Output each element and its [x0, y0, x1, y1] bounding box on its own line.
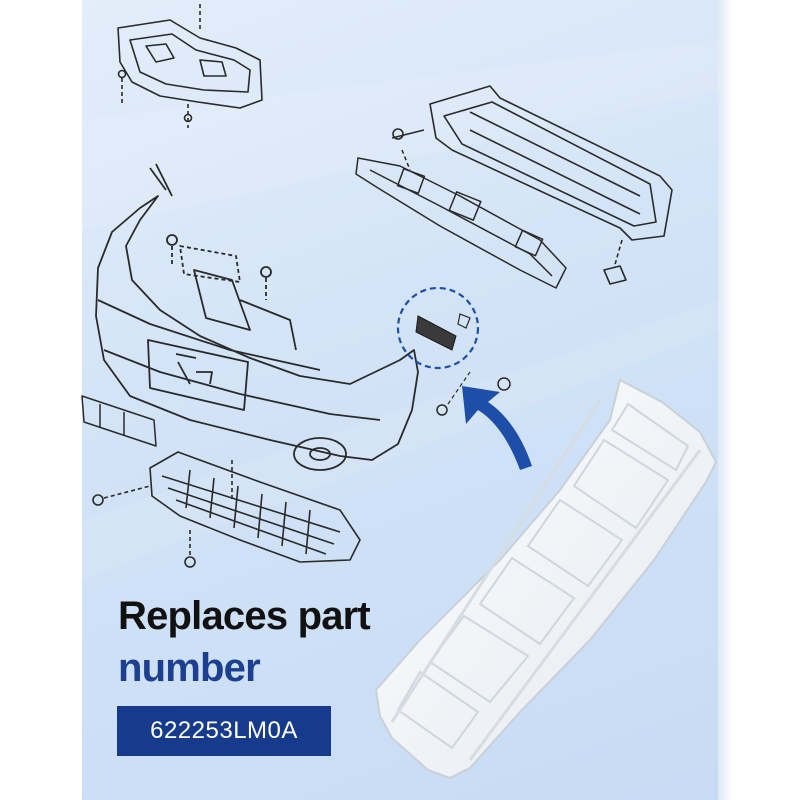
upper-reinforcement-part — [117, 4, 263, 128]
headline-line-1: Replaces part — [118, 594, 371, 638]
energy-absorber-part — [355, 149, 567, 289]
license-bracket-part — [81, 395, 157, 447]
right-margin — [718, 0, 800, 800]
front-bumper-cover — [95, 163, 419, 471]
bumper-bracket-photo — [374, 378, 718, 780]
headline: Replaces part number — [118, 590, 371, 694]
reinforcement-beam-part — [391, 85, 673, 285]
left-margin — [0, 0, 82, 800]
highlighted-bracket-callout — [396, 286, 511, 416]
headline-line-2: number — [118, 646, 261, 690]
part-number-badge: 622253LM0A — [117, 706, 331, 756]
pointer-arrow — [462, 386, 532, 470]
lower-grille-part — [92, 451, 361, 568]
